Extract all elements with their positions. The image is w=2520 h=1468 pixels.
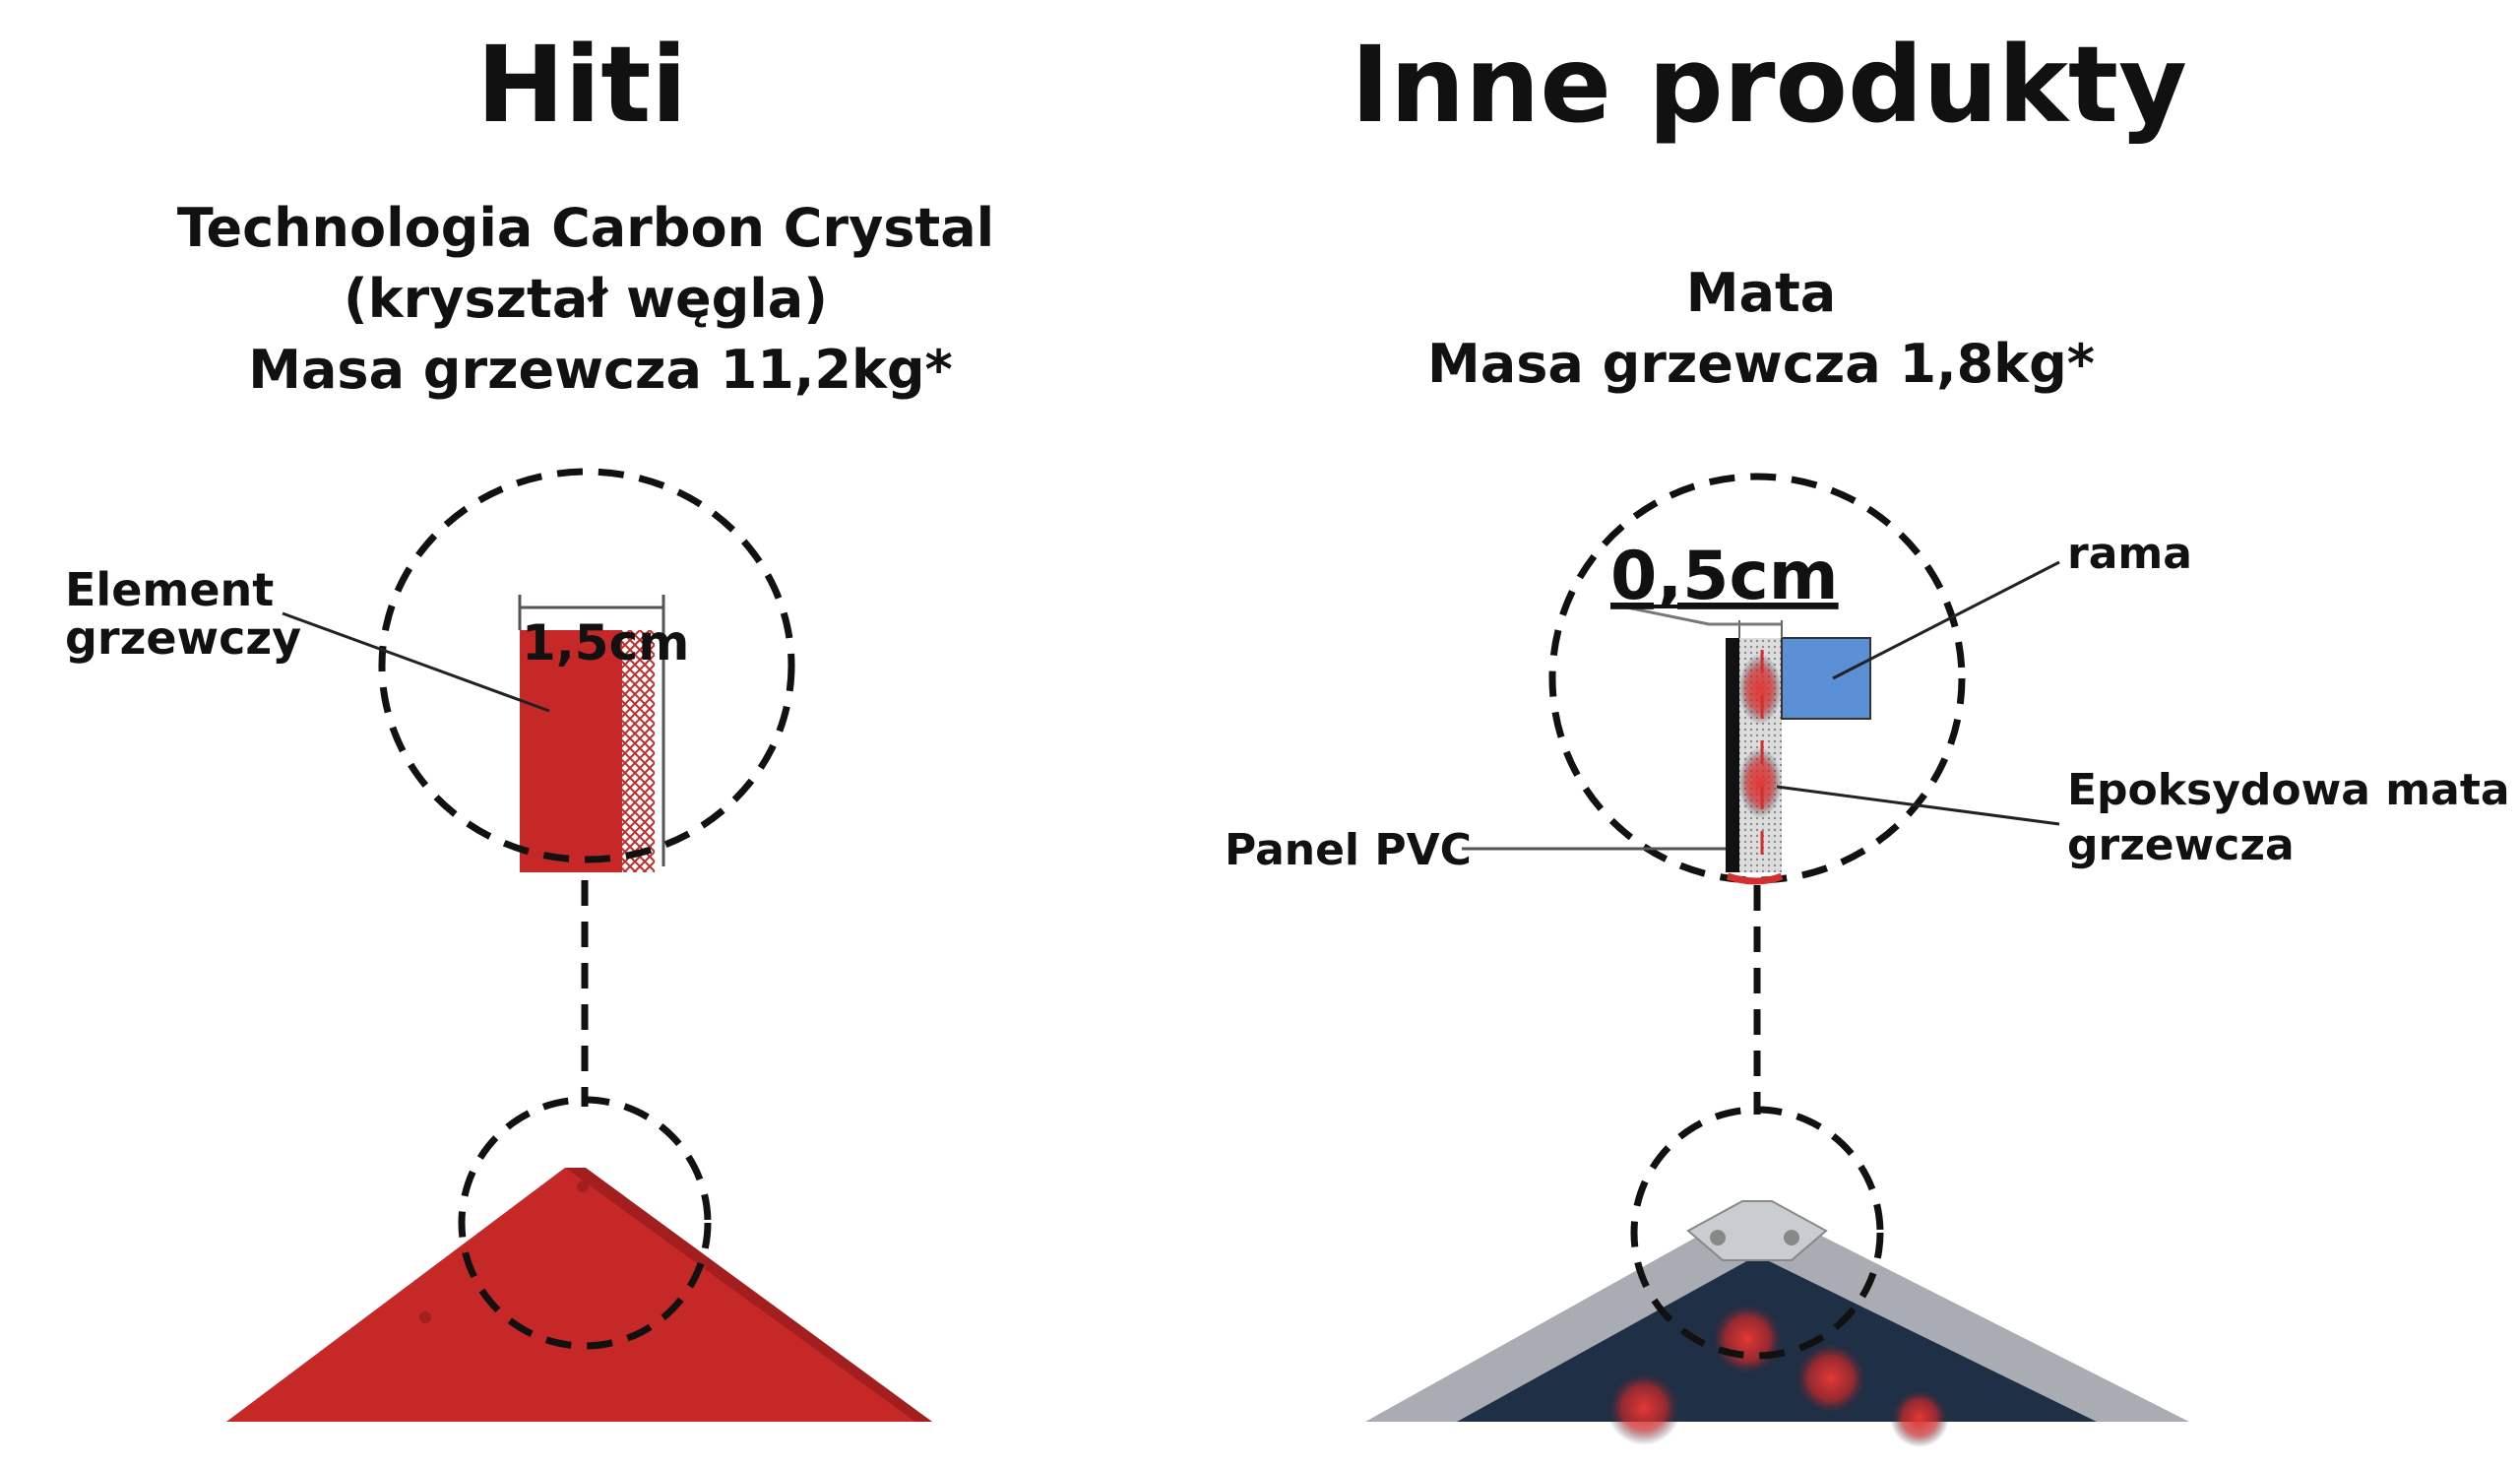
zoom-circle-small xyxy=(1630,1106,1884,1360)
leader-line xyxy=(282,611,550,713)
left-subtitle-1: Technologia Carbon Crystal xyxy=(177,197,994,259)
element-label-1: Element xyxy=(65,563,274,616)
right-subtitle-2: Masa grzewcza 1,8kg* xyxy=(1427,333,2095,395)
carbon-layer xyxy=(622,630,655,872)
left-subtitle-2: (kryształ węgla) xyxy=(344,268,828,330)
frame-profile xyxy=(1781,637,1871,720)
right-panel-corner xyxy=(1365,1106,2189,1447)
right-title: Inne produkty xyxy=(1351,25,2187,147)
left-panel-corner xyxy=(226,1096,932,1422)
right-subtitle-1: Mata xyxy=(1686,262,1836,324)
element-label-2: grzewczy xyxy=(65,611,301,665)
zoom-circle xyxy=(378,468,795,863)
left-subtitle-3: Masa grzewcza 11,2kg* xyxy=(248,339,953,401)
frame-label: rama xyxy=(2067,529,2192,579)
mat-label-2: grzewcza xyxy=(2067,820,2295,870)
left-detail: 1,5cm Element grzewczy xyxy=(65,468,795,1107)
zoom-circle xyxy=(1548,473,1966,884)
left-dimension: 1,5cm xyxy=(522,614,689,671)
pvc-panel xyxy=(1726,638,1739,872)
left-title: Hiti xyxy=(476,25,687,147)
zoom-circle-small xyxy=(458,1096,712,1350)
mat-label-1: Epoksydowa mata xyxy=(2067,765,2510,815)
heating-element xyxy=(520,630,622,872)
panel-label: Panel PVC xyxy=(1225,825,1472,875)
right-dimension: 0,5cm xyxy=(1610,538,1839,615)
right-detail: 0,5cm rama Epoksydowa mata grzewcza Pane… xyxy=(1225,473,2510,1115)
